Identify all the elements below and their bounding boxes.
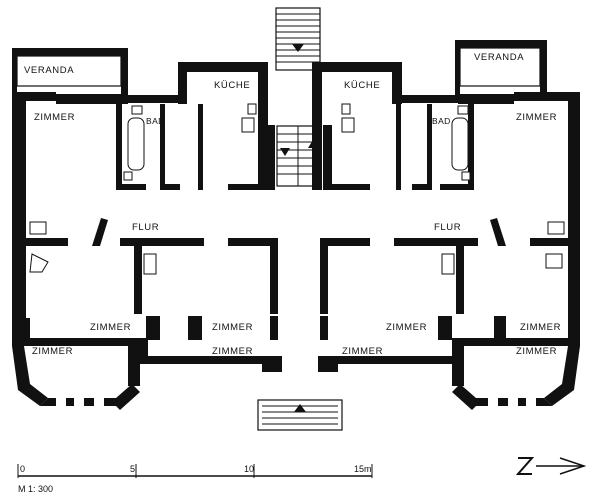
room-kueche-left: KÜCHE xyxy=(214,80,250,91)
room-flur-right: FLUR xyxy=(434,222,461,233)
stair-arrow-up-icon xyxy=(308,140,318,148)
walls xyxy=(12,7,580,431)
room-zimmer-top-right: ZIMMER xyxy=(516,112,557,123)
room-labels: VERANDA VERANDA KÜCHE KÜCHE BAD BAD ZIMM… xyxy=(24,52,561,357)
room-veranda-right: VERANDA xyxy=(474,52,524,63)
room-zimmer-mid-4: ZIMMER xyxy=(520,322,561,333)
room-kueche-right: KÜCHE xyxy=(344,80,380,91)
scale-bar: 0 5 10 15m M 1: 300 xyxy=(17,464,373,494)
entrance-arrow-icon xyxy=(294,404,306,412)
room-zimmer-bot-2: ZIMMER xyxy=(212,346,253,357)
scale-tick-0: 0 xyxy=(20,464,25,474)
room-bad-left: BAD xyxy=(146,116,165,126)
room-zimmer-bot-3: ZIMMER xyxy=(342,346,383,357)
room-zimmer-mid-1: ZIMMER xyxy=(90,322,131,333)
stair-arrow-down-icon-2 xyxy=(280,148,290,156)
scale-tick-10: 10 xyxy=(244,464,254,474)
north-arrow-icon xyxy=(515,457,587,475)
room-flur-left: FLUR xyxy=(132,222,159,233)
room-zimmer-bot-1: ZIMMER xyxy=(32,346,73,357)
scale-ratio: M 1: 300 xyxy=(18,484,53,494)
fixtures xyxy=(29,103,565,275)
room-zimmer-bot-4: ZIMMER xyxy=(516,346,557,357)
scale-tick-15: 15m xyxy=(354,464,372,474)
room-veranda-left: VERANDA xyxy=(24,65,74,76)
stair-arrow-down-icon xyxy=(292,44,304,52)
scale-tick-5: 5 xyxy=(130,464,135,474)
room-zimmer-mid-2: ZIMMER xyxy=(212,322,253,333)
room-zimmer-top-left: ZIMMER xyxy=(34,112,75,123)
room-zimmer-mid-3: ZIMMER xyxy=(386,322,427,333)
room-bad-right: BAD xyxy=(432,116,451,126)
